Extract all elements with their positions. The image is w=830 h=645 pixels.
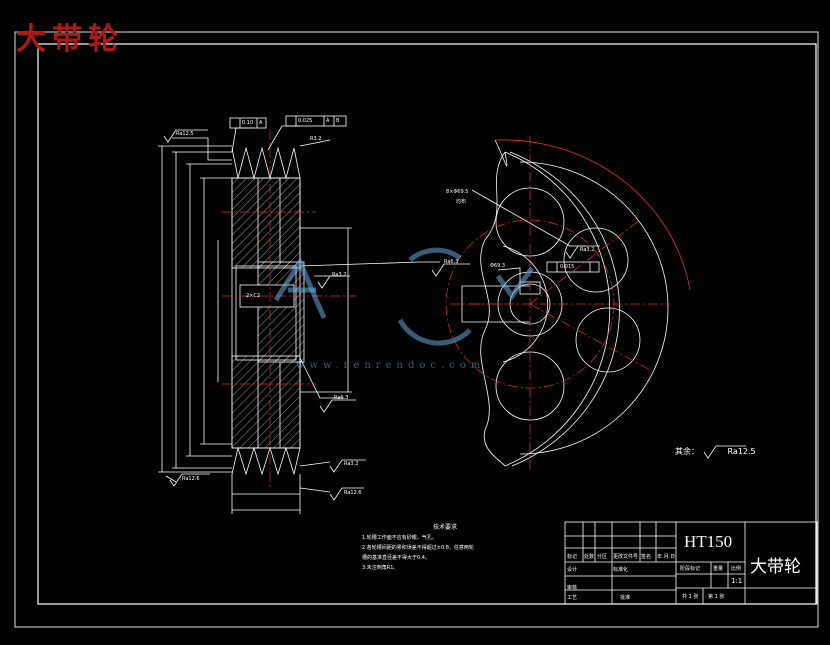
ra-top-label: Ra12.5 xyxy=(176,131,194,137)
tech-line-1: 1.轮槽工作面不应有砂眼、气孔。 xyxy=(362,535,437,541)
tb-label-bili: 比例 xyxy=(731,566,742,572)
drawing-title-overlay: 大带轮 xyxy=(16,22,124,57)
tol-runout-value: 0.025 xyxy=(298,118,313,124)
bore-chamfer-label: 2×C2 xyxy=(246,293,261,299)
other-roughness-value: Ra12.5 xyxy=(727,447,756,456)
datum-a-label: A xyxy=(259,120,263,126)
material-label: HT150 xyxy=(684,532,733,551)
inner-frame xyxy=(37,43,817,605)
datum-b-label: B xyxy=(336,118,340,124)
ra-bottom-right2-label: Ra12.6 xyxy=(344,490,362,496)
tb-label-gongyi: 工艺 xyxy=(567,595,578,601)
tb-label-biaozhunhua: 标准化 xyxy=(613,567,629,573)
other-roughness: 其余： Ra12.5 xyxy=(675,447,756,456)
tb-label-biaoji: 标记 xyxy=(567,554,578,560)
datum-a2-label: A xyxy=(326,118,330,124)
tb-label-shenhe: 审核 xyxy=(567,585,578,591)
ra-lower-label: Ra6.3 xyxy=(334,395,349,401)
ra-bottom-right1-label: Ra3.2 xyxy=(344,461,359,467)
tb-label-chushu: 处数 xyxy=(584,554,595,560)
outer-frame xyxy=(14,31,819,628)
front-view xyxy=(461,139,746,467)
keyway-tol-value: 0.015 xyxy=(560,264,575,270)
tech-line-4: 3.未注倒角R1。 xyxy=(362,565,399,571)
ra-hub-label: Ra6.3 xyxy=(444,259,459,265)
tb-label-zhongliang: 重量 xyxy=(713,566,724,572)
section-view xyxy=(158,115,470,514)
tb-label-jieduan: 阶段标记 xyxy=(680,566,701,572)
chamfer-label: R3.2 xyxy=(310,136,322,142)
tol-flat-value: 0.10 xyxy=(242,120,254,126)
watermark-text: www.renrendoc.com xyxy=(296,360,486,371)
other-roughness-label: 其余 xyxy=(675,447,691,456)
hole-label: 8×Φ69.5 xyxy=(446,189,469,195)
keyway-dim-label: Φ69.3 xyxy=(490,263,506,269)
part-name-label: 大带轮 xyxy=(750,557,801,577)
tb-label-genggai: 更改文件号 xyxy=(613,554,639,560)
sheet-total: 共 1 张 xyxy=(682,594,699,600)
hole-sub-label: 均布 xyxy=(456,199,467,205)
section-centerlines xyxy=(222,130,356,490)
tech-line-3: 槽的基准直径差不得大于0.4。 xyxy=(362,555,430,561)
title-block xyxy=(564,521,818,605)
ra-front-label: Ra3.2 xyxy=(580,247,595,253)
ra-bore-label: Ra3.2 xyxy=(332,272,347,278)
tb-label-pizhun: 批准 xyxy=(620,595,631,601)
watermark-logo xyxy=(273,247,535,346)
ra-bottom-left-label: Ra12.6 xyxy=(182,476,200,482)
scale-value: 1:1 xyxy=(731,577,743,585)
tb-label-date: 年.月.日 xyxy=(657,554,676,560)
tech-line-2: 2.各轮槽间距的累积误差不得超过±0.8，任意两轮 xyxy=(362,545,474,551)
tech-requirements-title: 技术要求 xyxy=(433,524,458,531)
tb-label-qianming: 签名 xyxy=(641,554,652,560)
front-centerlines xyxy=(445,136,670,470)
sheet-no: 第 1 张 xyxy=(708,594,725,600)
tb-label-sheji: 设计 xyxy=(567,567,578,573)
tb-label-fenqu: 分区 xyxy=(597,554,608,560)
